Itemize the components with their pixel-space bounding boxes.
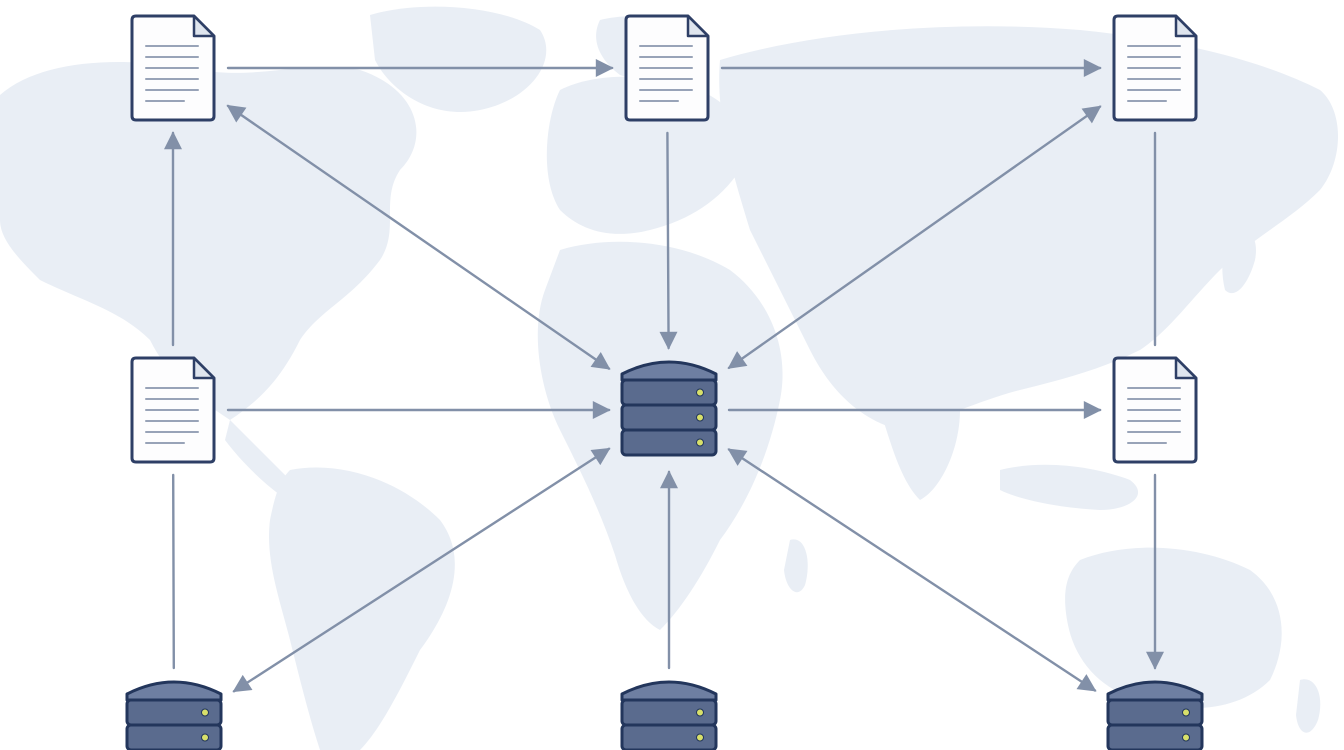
map-madagascar — [784, 539, 808, 593]
status-led — [696, 733, 704, 742]
nodes — [125, 14, 1204, 750]
connection-db-center-to-doc-top-right — [727, 105, 1102, 369]
map-japan — [1222, 226, 1256, 294]
document-icon — [624, 14, 710, 122]
database-server-icon — [620, 680, 718, 750]
map-greenland — [370, 6, 547, 112]
database-top — [620, 680, 718, 702]
map-australia — [1065, 547, 1282, 709]
document-icon — [1112, 356, 1198, 464]
status-led — [201, 708, 209, 717]
database-tier — [620, 723, 718, 750]
database-server-icon — [1106, 680, 1204, 750]
connection-db-bottom-left-to-doc-mid-left — [171, 473, 176, 670]
connection-db-center-to-db-bottom-right — [727, 448, 1097, 692]
document-fold — [1174, 356, 1198, 380]
document-icon — [130, 356, 216, 464]
map-india — [880, 376, 960, 500]
map-new-zealand — [1296, 679, 1321, 733]
status-led — [201, 733, 209, 742]
status-led — [696, 708, 704, 717]
database-tier — [125, 723, 223, 750]
status-led — [696, 413, 704, 422]
connection-doc-top-center-to-db-center — [659, 131, 678, 350]
connection-db-bottom-left-to-db-center — [232, 447, 611, 693]
database-server-icon — [620, 360, 718, 457]
document-fold — [686, 14, 710, 38]
connections — [164, 59, 1164, 693]
document-icon — [1112, 14, 1198, 122]
map-asia — [719, 26, 1338, 430]
document-fold — [1174, 14, 1198, 38]
database-top — [125, 680, 223, 702]
status-led — [1182, 733, 1190, 742]
document-fold — [192, 356, 216, 380]
database-tier — [1106, 723, 1204, 750]
document-icon — [130, 14, 216, 122]
connection-doc-top-left-to-db-center — [226, 104, 611, 370]
database-top — [1106, 680, 1204, 702]
status-led — [1182, 708, 1190, 717]
status-led — [696, 438, 704, 447]
status-led — [696, 388, 704, 397]
map-indonesia — [1000, 464, 1139, 510]
document-fold — [192, 14, 216, 38]
database-server-icon — [125, 680, 223, 750]
database-top — [620, 360, 718, 382]
database-tier — [620, 428, 718, 457]
